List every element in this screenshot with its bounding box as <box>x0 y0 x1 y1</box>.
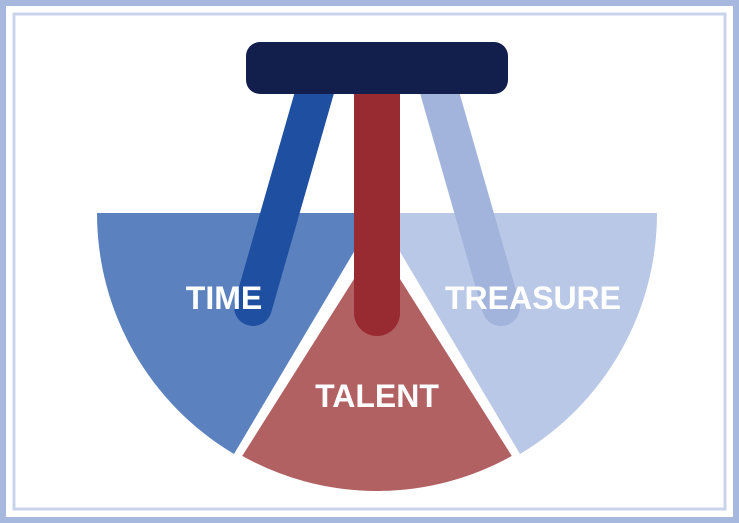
time-segment <box>96 213 377 454</box>
treasure-segment <box>377 213 658 454</box>
stool-seat <box>246 42 508 94</box>
talent-label: TALENT <box>315 378 439 414</box>
time-label: TIME <box>186 280 262 316</box>
time-leg <box>234 61 337 326</box>
frame-inner <box>12 12 727 511</box>
talent-segment <box>233 231 521 497</box>
treasure-label: TREASURE <box>445 280 621 316</box>
treasure-leg <box>417 61 520 326</box>
